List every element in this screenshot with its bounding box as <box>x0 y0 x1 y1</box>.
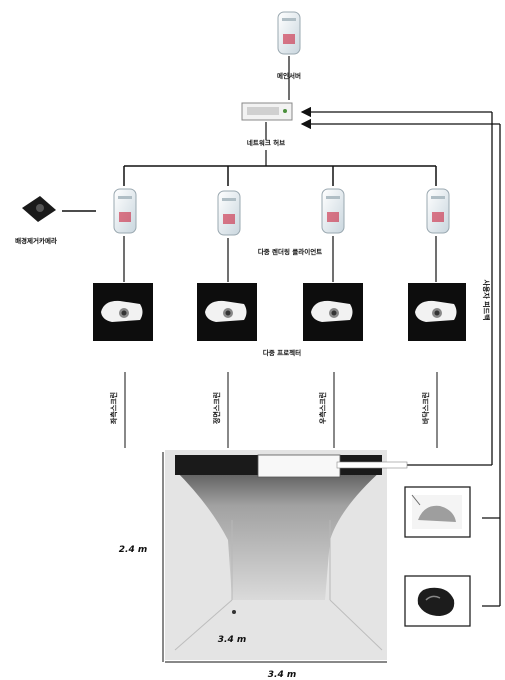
camera-label: 배경제거카메라 <box>15 236 57 245</box>
room-height-label: 2.4 m <box>119 545 147 555</box>
screen-label-front: 정면스크린 <box>212 392 221 424</box>
main-server-icon <box>277 11 301 55</box>
client-pc-icon <box>321 188 345 234</box>
network-hub-label: 네트워크 허브 <box>247 138 285 147</box>
projector-icon <box>197 283 257 341</box>
input-device-thumbnail <box>404 575 471 627</box>
client-pcs-label: 다중 렌더링 클라이언트 <box>258 247 322 256</box>
projectors-label: 다중 프로젝터 <box>263 348 301 357</box>
screen-label-floor: 바닥스크린 <box>421 392 430 424</box>
client-pc-icon <box>113 188 137 234</box>
projector-icon <box>93 283 153 341</box>
projector-icon <box>303 283 363 341</box>
feedback-label: 사용자 피드백 <box>482 279 491 320</box>
cave-room-image <box>165 450 408 660</box>
projector-icon <box>408 283 466 341</box>
feedback-loop <box>300 106 501 607</box>
screen-label-left: 좌측스크린 <box>109 392 118 424</box>
room-width-label: 3.4 m <box>268 670 296 680</box>
tracking-device-thumbnail <box>404 486 471 538</box>
network-hub-icon <box>241 102 293 121</box>
client-pc-icon <box>426 188 450 234</box>
client-pc-icon <box>217 190 241 236</box>
screen-label-right: 우측스크린 <box>318 392 327 424</box>
room-depth-label: 3.4 m <box>218 635 246 645</box>
camera-icon <box>22 196 56 222</box>
